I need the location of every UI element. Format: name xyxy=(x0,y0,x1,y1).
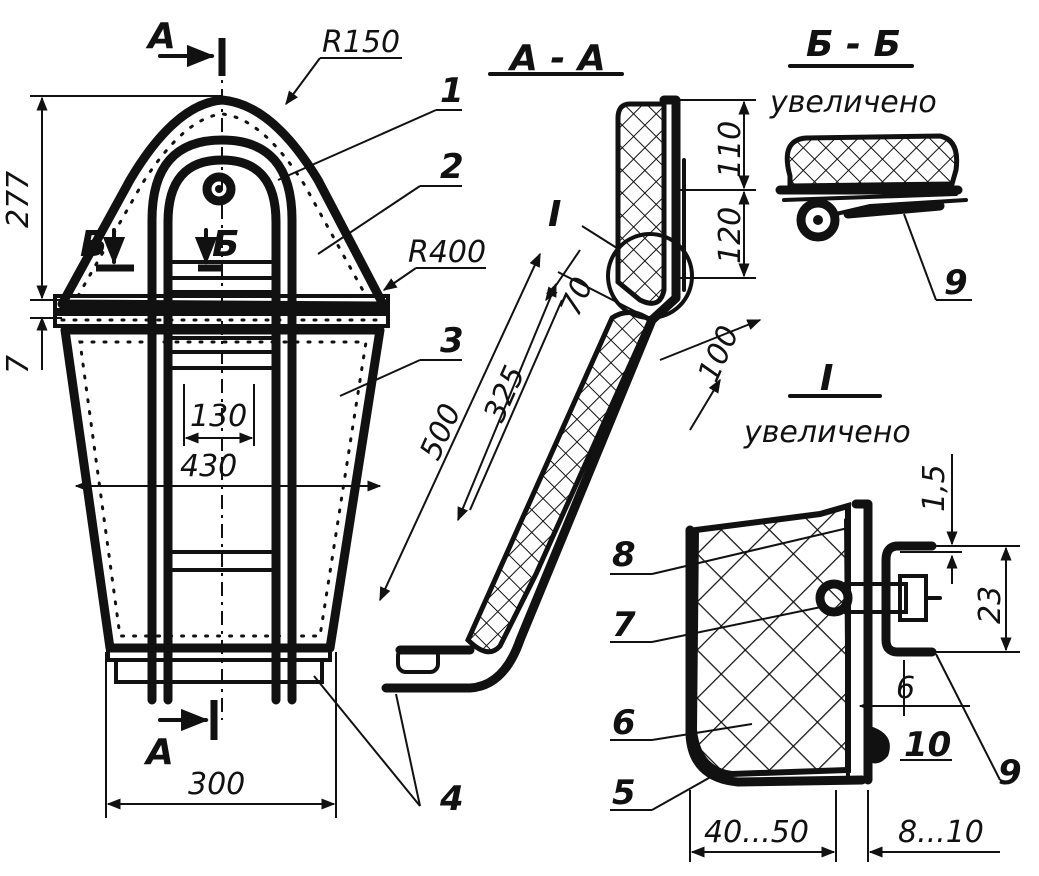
part-label-4: 4 xyxy=(439,779,464,819)
dim-130: 130 xyxy=(190,399,247,434)
dim-100: 100 xyxy=(691,321,746,388)
part-label-7: 7 xyxy=(612,605,636,645)
section-a-bottom-label: А xyxy=(143,732,174,773)
seat-inner-dots xyxy=(78,340,368,638)
part-label-2: 2 xyxy=(440,147,464,187)
section-a-top-label: А xyxy=(145,16,176,57)
dim-23: 23 xyxy=(973,586,1008,624)
bb-tube xyxy=(796,198,840,242)
part-label-9-detail: 9 xyxy=(998,753,1022,793)
dim-8-10: 8...10 xyxy=(898,815,984,850)
detail-i: I увеличено xyxy=(610,358,1022,862)
detail-rivet xyxy=(864,726,890,764)
frame-bolt xyxy=(202,172,236,206)
part-label-5: 5 xyxy=(612,773,636,813)
section-b-b: Б - Б увеличено 9 xyxy=(769,24,972,303)
detail-bolt xyxy=(844,582,908,614)
part-label-1: 1 xyxy=(440,71,464,111)
dim-500: 500 xyxy=(413,399,468,466)
part-label-10: 10 xyxy=(904,725,951,765)
dim-r150: R150 xyxy=(322,25,400,60)
backrest-cushion-section xyxy=(615,101,667,306)
detail-i-mark: I xyxy=(548,194,561,235)
dim-120: 120 xyxy=(713,207,748,264)
dim-110: 110 xyxy=(713,121,748,178)
dim-6: 6 xyxy=(896,671,915,706)
seat-bottom-plate xyxy=(114,658,324,684)
section-bb-title: Б - Б xyxy=(806,24,901,65)
backrest-frame-section xyxy=(381,95,681,693)
slats xyxy=(168,260,280,572)
dim-40-50: 40...50 xyxy=(704,815,809,850)
section-b-right-label: Б xyxy=(212,224,239,265)
bb-cushion xyxy=(784,133,960,189)
dim-r400: R400 xyxy=(408,235,486,270)
dim-300: 300 xyxy=(188,767,245,802)
backrest-inner-edge xyxy=(76,112,368,298)
detail-i-title: I xyxy=(820,358,833,399)
dim-430: 430 xyxy=(180,449,237,484)
seat-cushion-section xyxy=(465,310,654,655)
part-label-8: 8 xyxy=(612,535,636,575)
part-label-6: 6 xyxy=(612,703,636,743)
dim-7: 7 xyxy=(1,355,36,374)
part-label-3: 3 xyxy=(440,321,464,361)
detail-bracket xyxy=(881,541,937,657)
dim-277: 277 xyxy=(1,171,36,228)
dim-1-5: 1,5 xyxy=(917,464,952,512)
section-b-left-label: Б xyxy=(80,224,107,265)
part-label-9-bb: 9 xyxy=(944,263,968,303)
seat-outline xyxy=(60,325,385,653)
section-bb-note: увеличено xyxy=(769,85,937,120)
detail-i-note: увеличено xyxy=(743,415,911,450)
detail-i-circle xyxy=(606,232,694,320)
front-view: А А Б Б R150 R400 277 7 130 430 300 1 2 … xyxy=(1,16,486,819)
